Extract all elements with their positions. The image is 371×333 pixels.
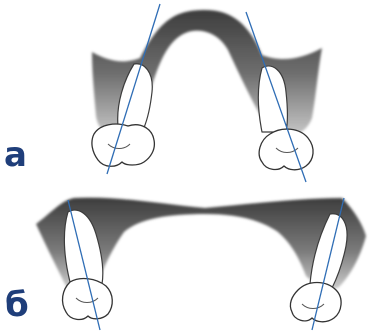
panel-b bbox=[36, 198, 366, 330]
crown-left-b bbox=[63, 279, 113, 320]
panel-label-a: а bbox=[4, 138, 27, 172]
panel-label-b: б bbox=[5, 288, 29, 322]
crown-right-a bbox=[259, 129, 313, 170]
crown-left-a bbox=[92, 124, 154, 166]
panel-a bbox=[92, 4, 322, 182]
